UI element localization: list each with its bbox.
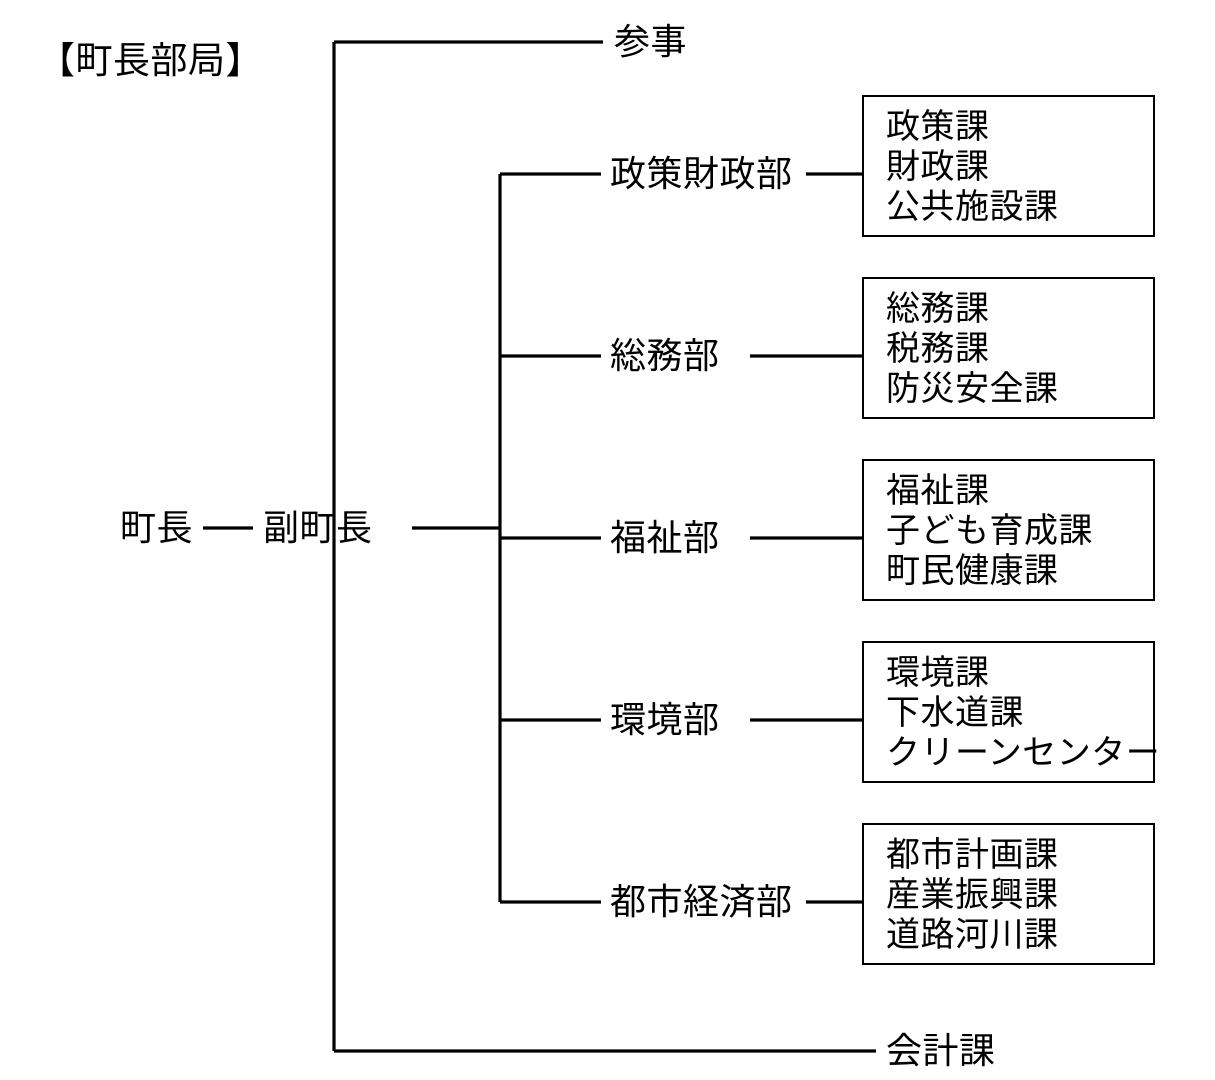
node-accounting-section: 会計課 [886, 1030, 996, 1071]
section-item: 総務課 [886, 290, 990, 328]
section-item: クリーンセンター [886, 734, 1161, 772]
section-box-general-affairs: 総務課 税務課 防災安全課 [862, 277, 1155, 419]
section-item: 税務課 [886, 330, 990, 368]
node-mayor: 町長 [120, 507, 194, 548]
node-deputy-mayor: 副町長 [263, 507, 373, 548]
section-item: 町民健康課 [886, 552, 1059, 590]
node-counselor: 参事 [614, 21, 688, 62]
section-item: 公共施設課 [886, 188, 1059, 226]
section-item: 政策課 [886, 108, 990, 146]
node-department-urban-economy: 都市経済部 [610, 881, 793, 922]
section-item: 道路河川課 [886, 916, 1059, 954]
node-department-welfare: 福祉部 [610, 517, 720, 558]
section-box-environment: 環境課 下水道課 クリーンセンター [862, 641, 1161, 783]
section-item: 環境課 [886, 654, 990, 692]
section-item: 都市計画課 [886, 836, 1059, 874]
section-item: 下水道課 [886, 694, 1024, 732]
section-item: 子ども育成課 [886, 512, 1093, 550]
section-item: 防災安全課 [886, 370, 1059, 408]
section-item: 福祉課 [886, 472, 990, 510]
section-box-urban-economy: 都市計画課 産業振興課 道路河川課 [862, 823, 1155, 965]
page-title: 【町長部局】 [38, 40, 263, 81]
section-box-welfare: 福祉課 子ども育成課 町民健康課 [862, 459, 1155, 601]
node-department-general-affairs: 総務部 [610, 335, 720, 376]
section-item: 財政課 [886, 148, 990, 186]
section-item: 産業振興課 [886, 876, 1059, 914]
node-department-policy-finance: 政策財政部 [610, 153, 793, 194]
section-box-policy-finance: 政策課 財政課 公共施設課 [862, 95, 1155, 237]
node-department-environment: 環境部 [610, 699, 720, 740]
